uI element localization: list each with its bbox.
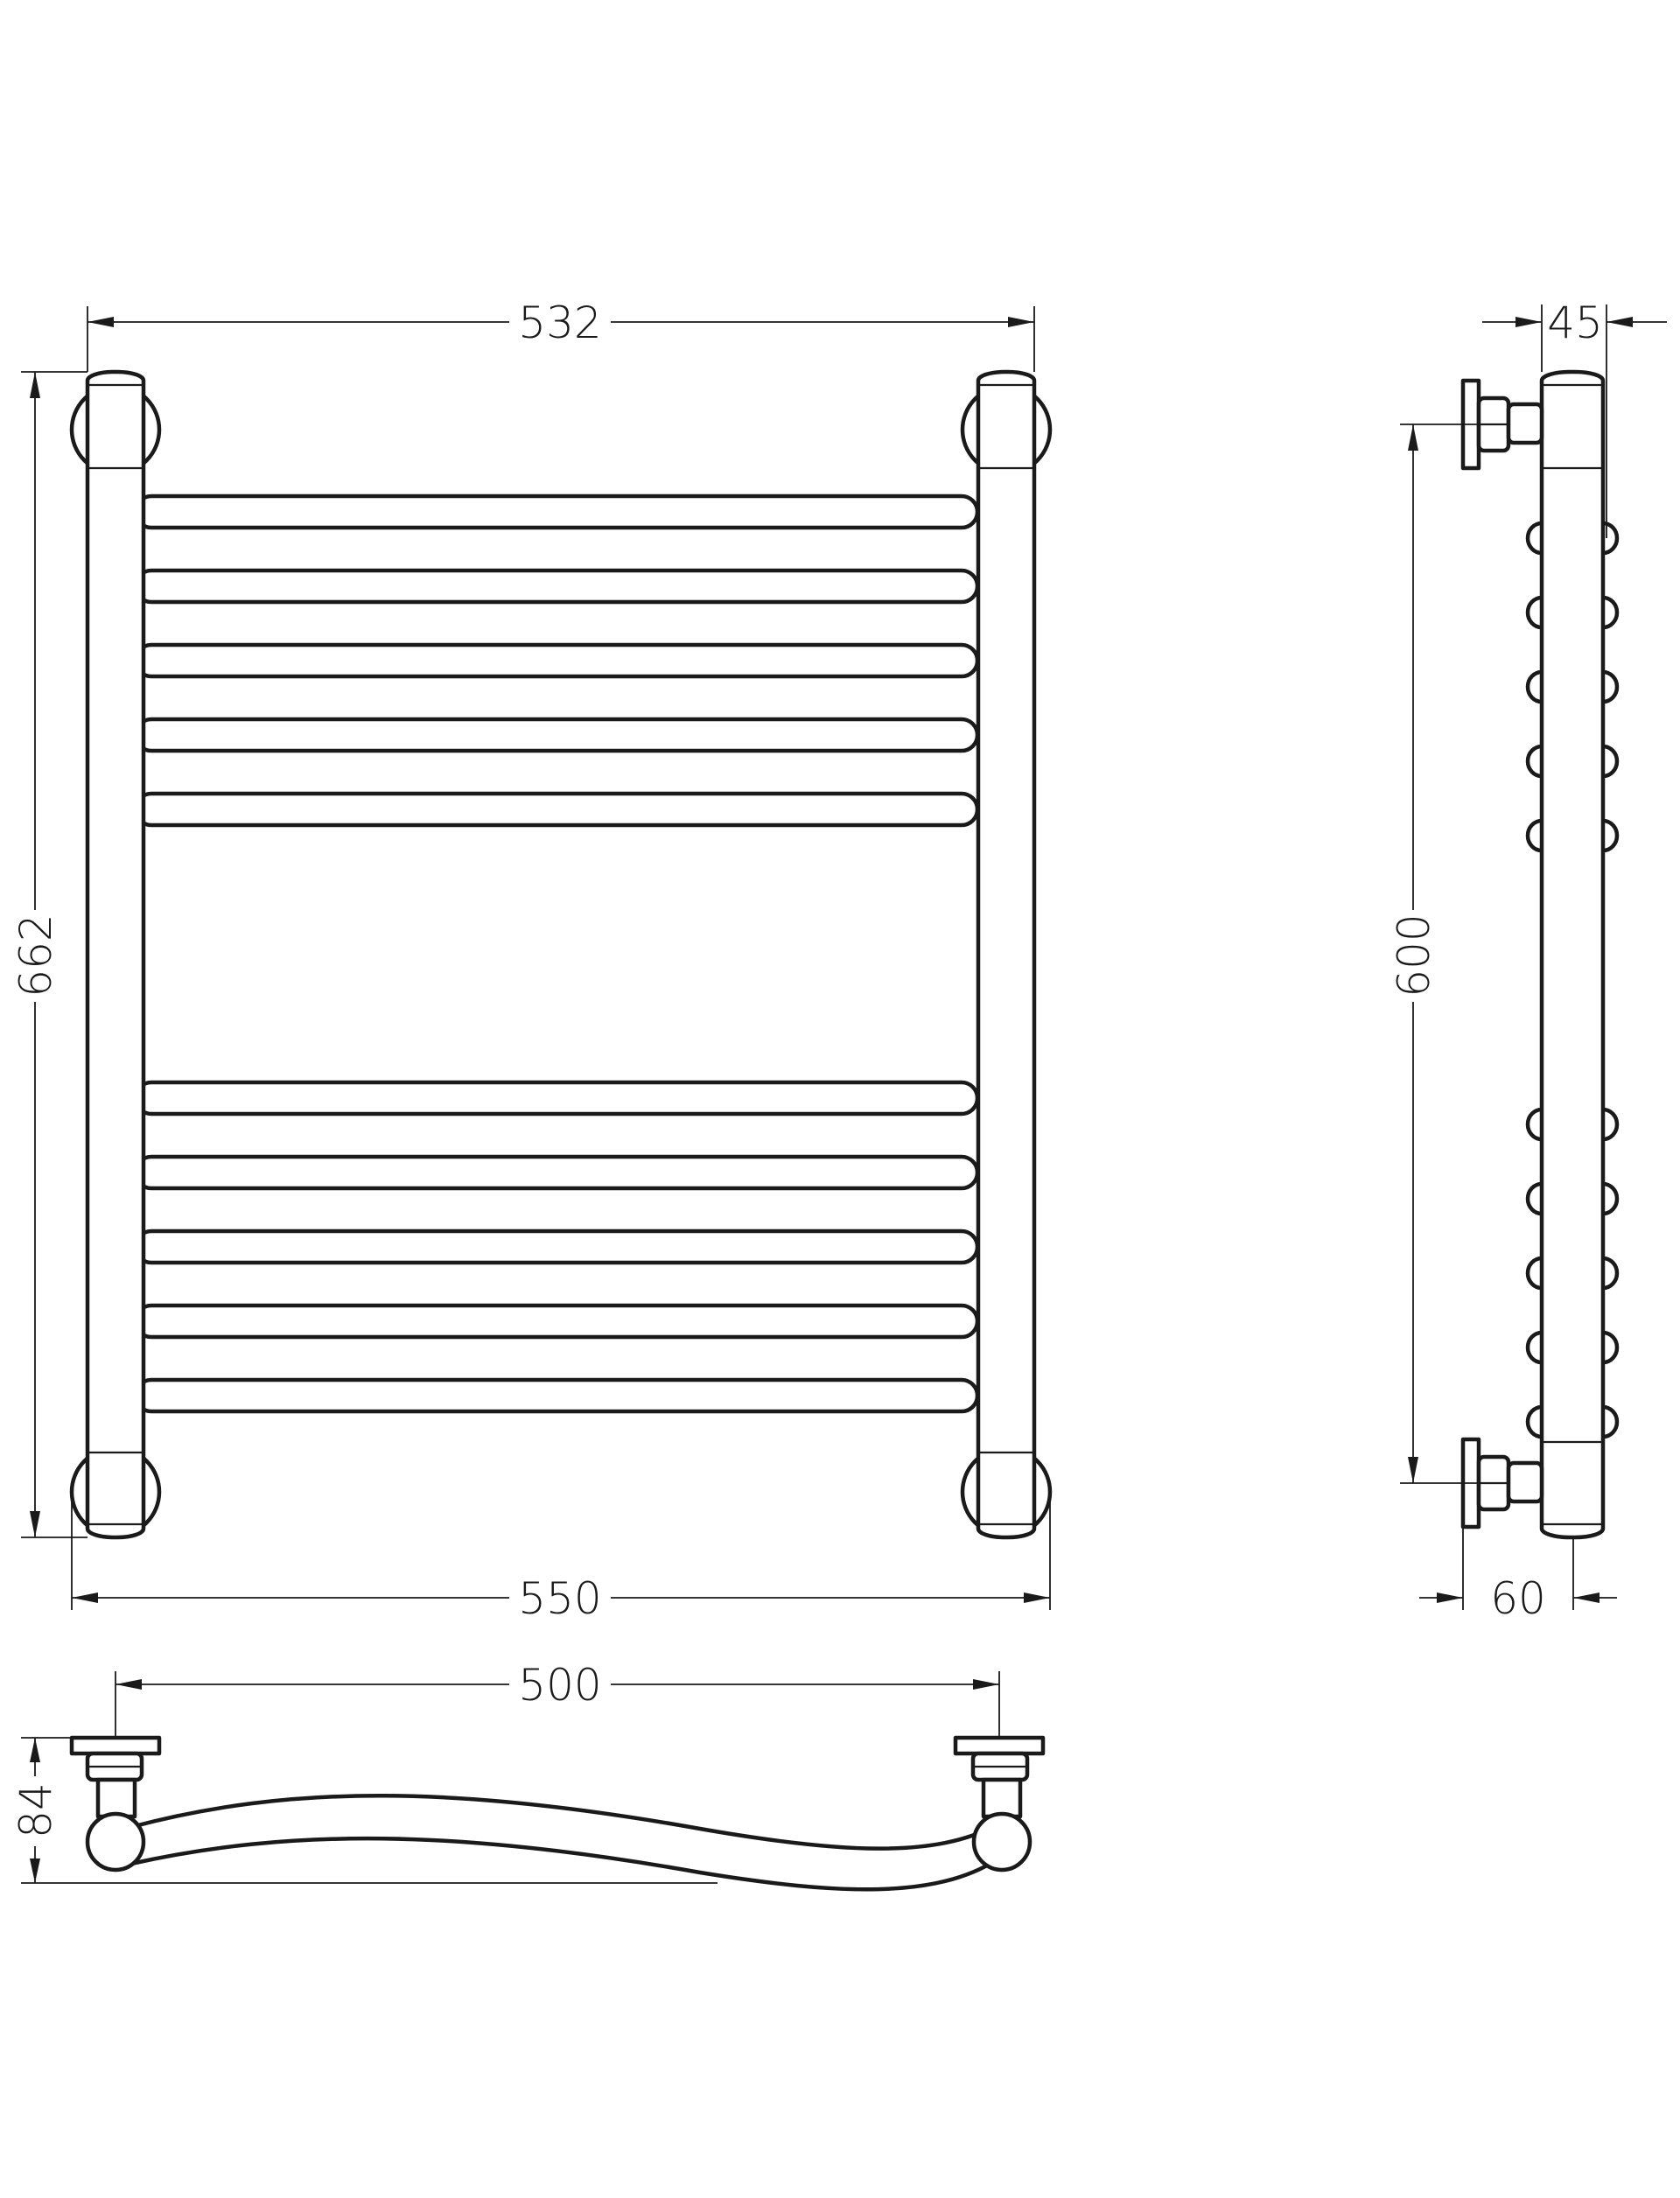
dim-label-500: 500 — [518, 1660, 601, 1711]
right-fitting — [953, 1735, 1046, 1872]
horizontal-bars — [133, 494, 980, 1414]
curved-bar-top — [129, 1794, 1000, 1851]
curved-bar-bottom — [129, 1836, 1000, 1892]
dim-top-width: 532 — [87, 298, 1035, 372]
horizontal-bar-5 — [133, 791, 980, 828]
top-view: 500 84 — [10, 1660, 1046, 1892]
dim-label-84: 84 — [10, 1782, 61, 1838]
horizontal-bar-3 — [133, 642, 980, 679]
front-posts — [85, 369, 1037, 1540]
dim-label-600: 600 — [1389, 914, 1439, 997]
horizontal-bar-6 — [133, 1080, 980, 1116]
side-post — [1539, 369, 1606, 1540]
front-brackets — [69, 383, 1053, 1538]
horizontal-bar-4 — [133, 717, 980, 753]
front-view: 532 662 550 — [10, 298, 1053, 1624]
dim-label-550: 550 — [518, 1573, 601, 1624]
side-view: 45 600 60 — [1389, 298, 1667, 1624]
dim-side-height: 600 — [1389, 424, 1479, 1484]
dim-depth: 84 — [10, 1737, 718, 1884]
horizontal-bar-9 — [133, 1303, 980, 1340]
dim-bottom-width: 550 — [71, 1492, 1051, 1624]
horizontal-bar-10 — [133, 1377, 980, 1414]
horizontal-bar-2 — [133, 568, 980, 605]
horizontal-bar-8 — [133, 1228, 980, 1265]
dim-label-45: 45 — [1547, 298, 1603, 348]
dim-bar-span: 500 — [115, 1660, 1000, 1738]
dim-label-60: 60 — [1490, 1573, 1546, 1624]
left-fitting — [69, 1735, 162, 1872]
dim-label-662: 662 — [10, 914, 61, 997]
dim-side-top: 45 — [1482, 298, 1667, 538]
dim-height: 662 — [10, 371, 88, 1538]
dim-side-bottom: 60 — [1419, 1527, 1617, 1624]
dim-label-532: 532 — [518, 298, 601, 348]
horizontal-bar-7 — [133, 1154, 980, 1191]
horizontal-bar-1 — [133, 494, 980, 530]
